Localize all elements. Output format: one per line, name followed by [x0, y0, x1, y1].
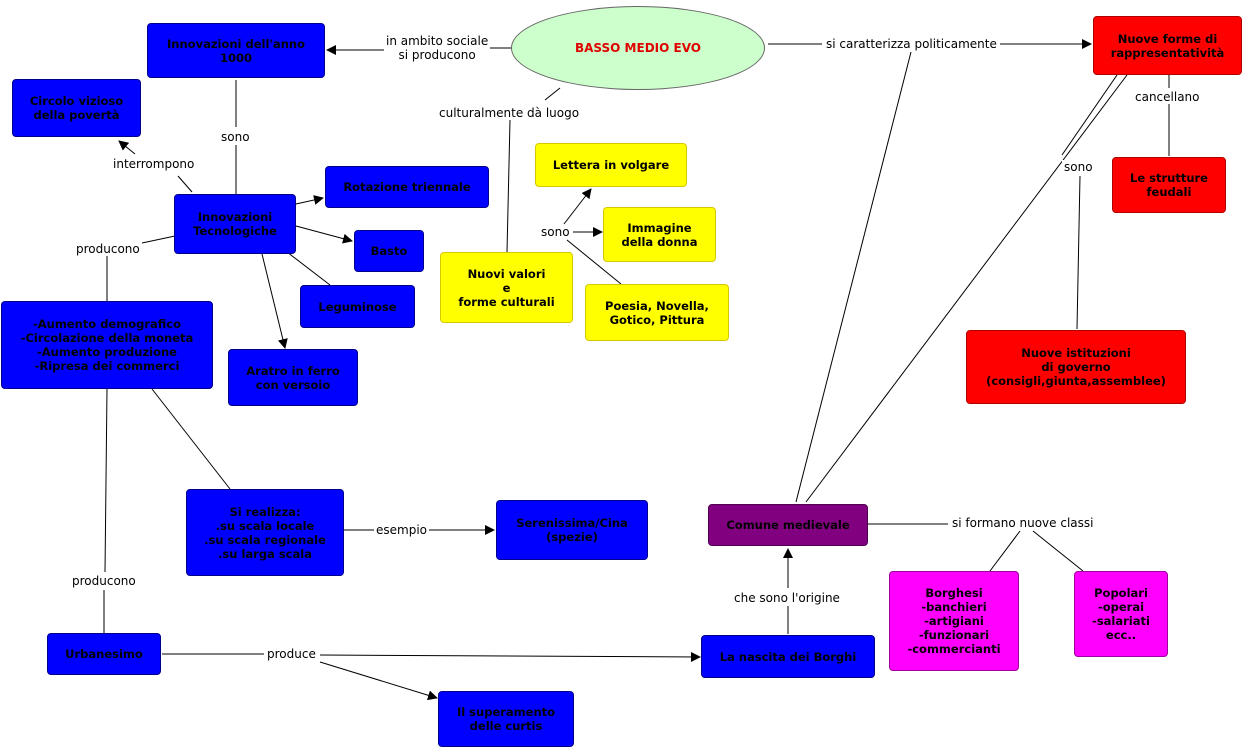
arrow-to-borghi — [319, 651, 701, 662]
link-classi-popolari — [1032, 530, 1084, 572]
label-sono-innovazioni: sono — [219, 130, 252, 144]
label-sono-cultura: sono — [539, 225, 572, 239]
node-serenissima-cina[interactable]: Serenissima/Cina (spezie) — [496, 500, 648, 560]
node-rotazione-triennale[interactable]: Rotazione triennale — [325, 166, 489, 208]
node-si-realizza[interactable]: Si realizza: .su scala locale .su scala … — [186, 489, 344, 576]
arrow-to-curtis — [319, 661, 438, 701]
link-tecn-interrompono — [177, 175, 193, 193]
node-strutture-feudali[interactable]: Le strutture feudali — [1112, 157, 1226, 213]
link-nuove-forme-comune — [805, 74, 1128, 503]
arrow-to-lettera — [563, 188, 592, 225]
link-sono-istituzioni — [1076, 175, 1081, 330]
node-superamento-curtis[interactable]: Il superamento delle curtis — [438, 691, 574, 747]
node-nuove-istituzioni[interactable]: Nuove istituzioni di governo (consigli,g… — [966, 330, 1186, 404]
label-producono-urbanesimo: producono — [70, 574, 138, 588]
node-nuove-forme-rappresentativita[interactable]: Nuove forme di rappresentatività — [1093, 16, 1242, 75]
label-produce: produce — [265, 647, 318, 661]
link-cultura-valori — [506, 119, 511, 253]
link-politica-comune — [795, 51, 912, 503]
node-basto[interactable]: Basto — [354, 230, 424, 272]
label-si-caratterizza-politicamente: si caratterizza politicamente — [824, 37, 999, 51]
label-esempio: esempio — [374, 523, 429, 537]
node-aratro-in-ferro[interactable]: Aratro in ferro con versoio — [228, 349, 358, 406]
arrow-to-basto — [295, 225, 353, 244]
node-nascita-borghi[interactable]: La nascita dei Borghi — [701, 635, 875, 678]
node-leguminose[interactable]: Leguminose — [300, 285, 415, 328]
arrow-to-circolo — [118, 140, 136, 155]
node-popolari[interactable]: Popolari -operai -salariati ecc.. — [1074, 571, 1168, 657]
node-urbanesimo[interactable]: Urbanesimo — [47, 633, 161, 675]
link-to-poesia — [566, 239, 622, 285]
node-lettera-volgare[interactable]: Lettera in volgare — [535, 143, 687, 187]
label-sono-istituzioni: sono — [1062, 160, 1095, 174]
link-to-leguminose — [286, 251, 331, 286]
label-nuove-classi: si formano nuove classi — [950, 516, 1096, 530]
link-classi-borghesi — [989, 530, 1021, 572]
node-nuovi-valori[interactable]: Nuovi valori e forme culturali — [440, 252, 573, 323]
link-effetti-producono — [104, 388, 108, 573]
link-center-cultura — [544, 87, 561, 101]
link-tecn-producono — [141, 235, 176, 244]
link-forme-sono — [1061, 74, 1118, 156]
label-ambito-sociale: in ambito sociale si producono — [384, 34, 491, 62]
label-origine: che sono l'origine — [732, 591, 842, 605]
label-producono-effetti: producono — [74, 242, 142, 256]
label-culturalmente: culturalmente dà luogo — [437, 106, 582, 120]
node-effetti-economici[interactable]: -Aumento demografico -Circolazione della… — [1, 301, 213, 389]
node-comune-medievale[interactable]: Comune medievale — [708, 504, 868, 546]
arrow-to-rotazione — [295, 195, 324, 205]
node-immagine-donna[interactable]: Immagine della donna — [603, 207, 716, 262]
label-interrompono: interrompono — [111, 157, 197, 171]
arrow-to-aratro — [261, 253, 288, 349]
link-effetti-realizza — [151, 388, 231, 490]
label-cancellano: cancellano — [1133, 90, 1202, 104]
node-innovazioni-tecnologiche[interactable]: Innovazioni Tecnologiche — [174, 194, 296, 254]
node-poesia-novella[interactable]: Poesia, Novella, Gotico, Pittura — [585, 284, 729, 341]
center-concept-basso-medio-evo[interactable]: BASSO MEDIO EVO — [511, 6, 765, 90]
node-circolo-vizioso[interactable]: Circolo vizioso della povertà — [12, 79, 141, 137]
node-innovazioni-anno-1000[interactable]: Innovazioni dell'anno 1000 — [147, 23, 325, 78]
node-borghesi[interactable]: Borghesi -banchieri -artigiani -funziona… — [889, 571, 1019, 671]
